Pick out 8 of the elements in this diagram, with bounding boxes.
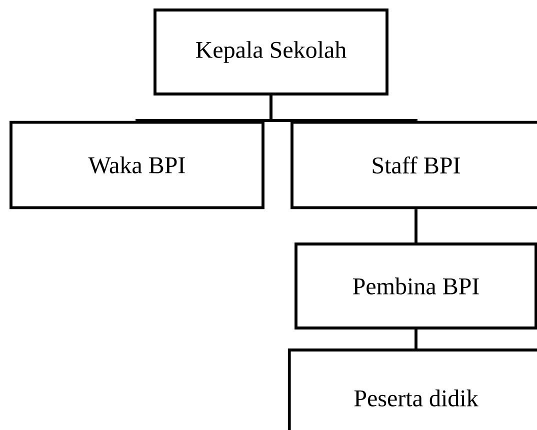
connector-line xyxy=(414,209,418,243)
org-box: Pembina BPI xyxy=(294,242,537,330)
org-box: Peserta didik xyxy=(288,348,537,430)
org-box: Kepala Sekolah xyxy=(154,8,388,96)
connector-line xyxy=(414,329,418,349)
connector-line xyxy=(270,95,418,122)
org-box: Staff BPI xyxy=(290,120,537,210)
org-box: Waka BPI xyxy=(10,120,264,210)
